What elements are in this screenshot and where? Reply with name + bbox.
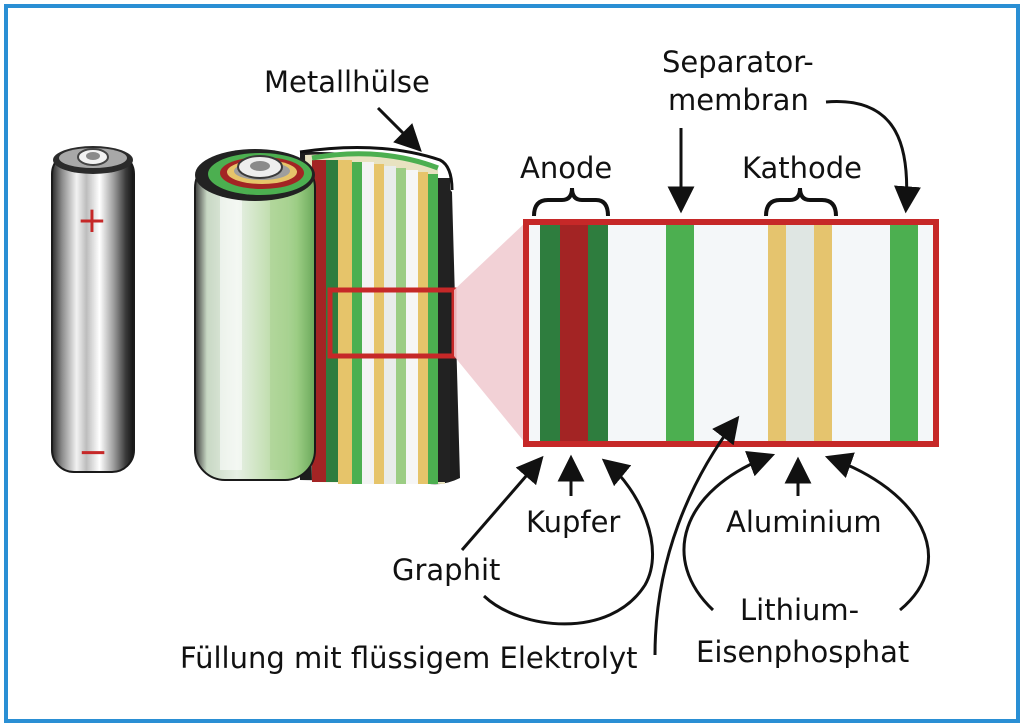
separator-layer-1 (666, 222, 694, 444)
separator-layer-2 (890, 222, 918, 444)
minus-sign: − (78, 432, 108, 473)
kathode-brace (764, 187, 838, 217)
label-separator-line2: membran (668, 83, 809, 117)
zoom-cone (454, 222, 526, 444)
cell-layers-roll (194, 146, 460, 485)
label-kupfer: Kupfer (526, 505, 620, 539)
lfp-layer-right (814, 222, 832, 444)
cross-section (523, 219, 939, 447)
anode-brace (532, 187, 610, 217)
label-aluminium: Aluminium (726, 505, 882, 539)
label-fuellung: Füllung mit flüssigem Elektrolyt (180, 641, 638, 675)
label-lithium-line1: Lithium- (740, 593, 859, 627)
aluminium-layer (786, 222, 814, 444)
graphite-layer-left (540, 222, 560, 444)
label-separator-line1: Separator- (662, 45, 814, 79)
battery-cell: + − (51, 146, 135, 473)
label-graphit: Graphit (392, 553, 500, 587)
arrows (376, 100, 930, 656)
copper-layer (560, 222, 588, 444)
plus-sign: + (77, 200, 107, 241)
label-anode: Anode (520, 151, 612, 185)
label-lithium-line2: Eisenphosphat (696, 635, 909, 669)
graphite-layer-right (588, 222, 608, 444)
label-kathode: Kathode (742, 151, 862, 185)
lfp-layer-left (768, 222, 786, 444)
label-metallhuelse: Metallhülse (264, 65, 430, 99)
